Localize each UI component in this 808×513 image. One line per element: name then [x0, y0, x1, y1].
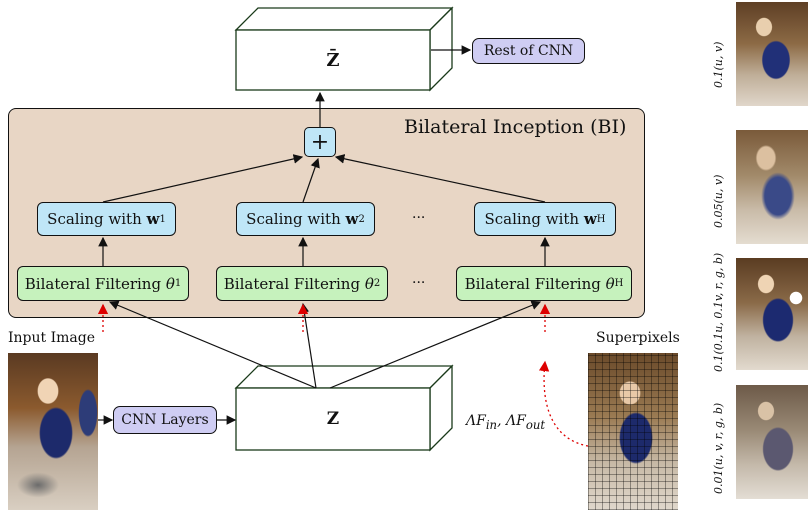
lambda-label-sub1: in	[485, 417, 498, 432]
side-label-2: 0.05(u, v)	[712, 174, 725, 228]
filtering-node-2-prefix: Bilateral Filtering	[223, 274, 365, 293]
filtering-node-2-sup: 2	[373, 278, 381, 289]
scaling-node-h-var: w	[583, 210, 597, 228]
filtering-node-2-var: θ	[364, 274, 374, 293]
lambda-label-base2: ΛF	[505, 413, 526, 429]
lambda-label-base1: ΛF	[466, 413, 486, 429]
scaling-node-1-var: w	[146, 210, 160, 228]
scaling-node-2-sup: 2	[358, 213, 365, 225]
scaling-node-1-prefix: Scaling with	[47, 210, 147, 228]
top-block-shape	[234, 6, 454, 92]
filtering-node-h: Bilateral Filtering θ H	[456, 266, 632, 301]
lambda-label-sub2: out	[525, 417, 546, 432]
filtering-node-1-var: θ	[165, 274, 175, 293]
filtering-node-h-var: θ	[605, 274, 615, 293]
bi-panel-title: Bilateral Inception (BI)	[404, 116, 627, 138]
filtering-node-1-sup: 1	[174, 278, 182, 289]
input-image-label: Input Image	[8, 330, 96, 346]
thumb-4	[736, 385, 808, 499]
filtering-node-2: Bilateral Filtering θ 2	[216, 266, 388, 301]
scaling-node-2-prefix: Scaling with	[246, 210, 346, 228]
superpixels-image	[588, 353, 678, 510]
filtering-node-1: Bilateral Filtering θ 1	[17, 266, 189, 301]
superpixels-label: Superpixels	[596, 330, 680, 346]
scaling-node-1-sup: 1	[159, 213, 166, 225]
rest-of-cnn-node: Rest of CNN	[472, 38, 585, 64]
scaling-node-h-sup: H	[596, 213, 606, 225]
bottom-block-shape	[234, 364, 454, 452]
filtering-node-h-sup: H	[614, 278, 624, 289]
scaling-node-h: Scaling with w H	[474, 202, 616, 236]
scaling-node-2: Scaling with w 2	[236, 202, 375, 236]
thumb-3	[736, 258, 808, 370]
thumb-1	[736, 2, 808, 106]
lambda-label-sep: ,	[497, 413, 506, 429]
side-label-1: 0.1(u, v)	[712, 41, 725, 88]
filtering-node-1-prefix: Bilateral Filtering	[24, 274, 166, 293]
ellipsis-scaling: ···	[412, 210, 426, 226]
scaling-node-2-var: w	[345, 210, 359, 228]
side-label-4: 0.01(u, v, r, g, b)	[712, 402, 725, 494]
lambda-label: ΛFin, ΛFout	[466, 413, 545, 432]
side-label-3: 0.1(0.1u, 0.1v, r, g, b)	[712, 252, 725, 372]
scaling-node-h-prefix: Scaling with	[484, 210, 584, 228]
z-bar-label: Z̄	[326, 49, 340, 71]
input-image	[8, 353, 98, 510]
thumb-2	[736, 130, 808, 244]
scaling-node-1: Scaling with w 1	[37, 202, 176, 236]
filtering-node-h-prefix: Bilateral Filtering	[464, 274, 606, 293]
cnn-layers-node: CNN Layers	[113, 406, 217, 434]
ellipsis-filtering: ···	[412, 275, 426, 291]
z-label: Z	[326, 409, 340, 429]
sum-node: +	[304, 127, 336, 157]
